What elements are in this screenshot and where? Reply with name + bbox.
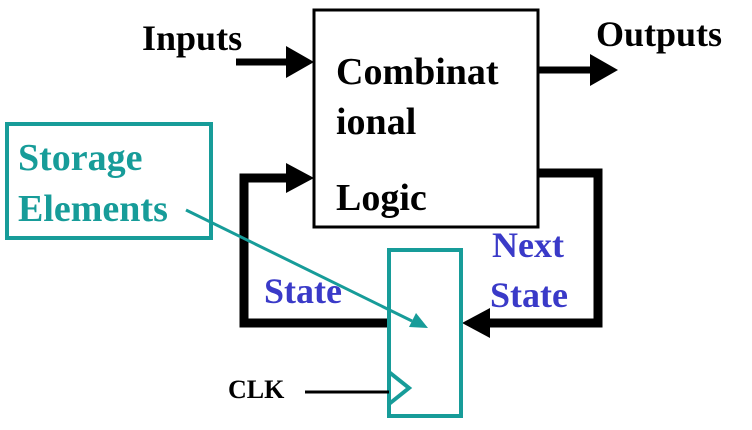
state-label: State xyxy=(264,271,342,311)
outputs-label: Outputs xyxy=(596,14,722,54)
outputs-arrow xyxy=(538,54,618,86)
storage-callout-box xyxy=(5,122,213,240)
storage-label-line1: Storage xyxy=(18,137,143,179)
storage-pointer-arrow xyxy=(185,208,428,328)
clock-triangle xyxy=(387,370,413,406)
logic-label-line3: Logic xyxy=(336,177,427,219)
inputs-arrow xyxy=(236,46,314,78)
logic-label-line2: ional xyxy=(336,101,416,143)
storage-label-line2: Elements xyxy=(18,188,168,230)
logic-label-line1: Combinat xyxy=(336,51,499,93)
next-state-label-line2: State xyxy=(490,275,568,315)
next-state-label-line1: Next xyxy=(492,225,564,265)
clk-label: CLK xyxy=(228,375,285,404)
register-box xyxy=(387,248,463,418)
combinational-logic-box xyxy=(312,8,540,229)
next-state-path xyxy=(462,168,603,338)
state-path xyxy=(239,163,389,328)
inputs-label: Inputs xyxy=(142,18,242,58)
